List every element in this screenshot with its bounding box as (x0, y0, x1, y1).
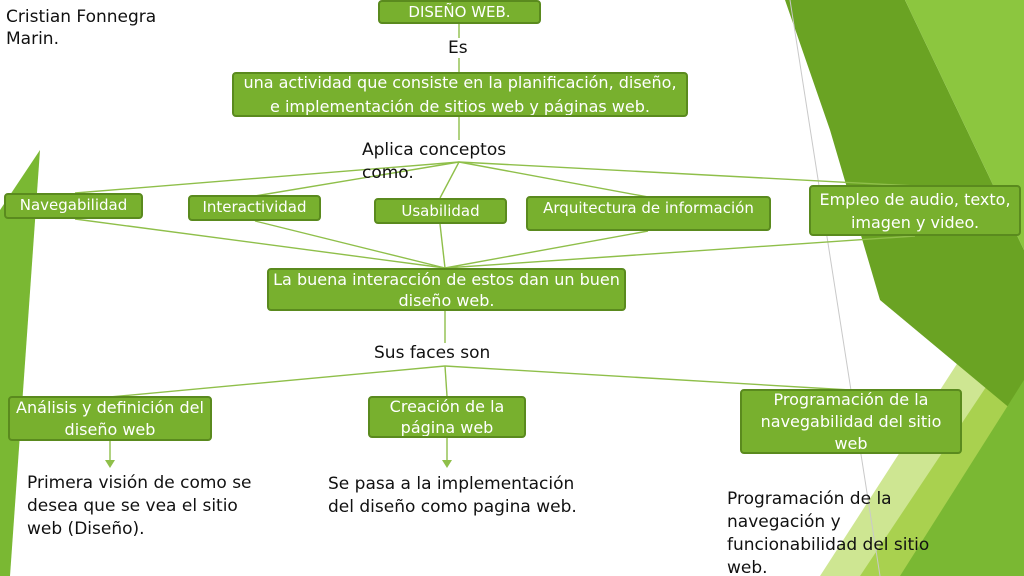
author-name: Cristian Fonnegra Marin. (6, 7, 157, 49)
aplica-label: Aplica conceptos como. (362, 140, 507, 183)
es-label: Es (448, 38, 468, 58)
concept-arquitectura: Arquitectura de información (526, 196, 771, 231)
definition-node: una actividad que consiste en la planifi… (232, 72, 688, 117)
description-creacion: Se pasa a la implementación del diseño c… (328, 474, 577, 517)
concept-usabilidad: Usabilidad (374, 198, 507, 224)
concept-navegabilidad: Navegabilidad (4, 193, 143, 219)
description-programacion: Programación de la navegación y funciona… (727, 489, 930, 576)
concept-multimedia: Empleo de audio, texto, imagen y video. (809, 185, 1021, 236)
faces-label: Sus faces son (374, 343, 491, 363)
phase-programacion: Programación de la navegabilidad del sit… (740, 389, 962, 454)
concept-interactividad: Interactividad (188, 195, 321, 221)
right-thin-line (789, 0, 881, 576)
description-analisis: Primera visión de como se desea que se v… (27, 473, 252, 539)
phase-analisis: Análisis y definición del diseño web (8, 396, 212, 441)
left-green-wedge (0, 150, 40, 576)
interaction-node: La buena interacción de estos dan un bue… (267, 268, 626, 311)
title-node: DISEÑO WEB. (378, 0, 541, 24)
phase-creacion: Creación de la página web (368, 396, 526, 438)
right-lower-dark (900, 380, 1024, 576)
